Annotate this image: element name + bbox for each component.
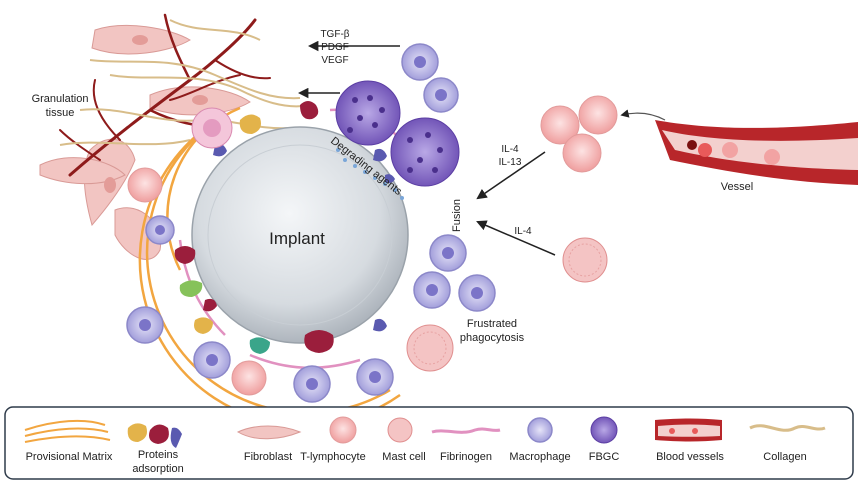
legend-provisional-matrix-icon [24, 419, 111, 443]
legend-fibrinogen-icon [431, 427, 501, 434]
granulation-tissue [39, 13, 311, 260]
legend-blood-vessels-icon [655, 418, 722, 442]
legend-macrophage-label: Macrophage [509, 451, 570, 463]
legend-fibrinogen-label: Fibrinogen [440, 451, 492, 463]
legend-t-lymphocyte-label: T-lymphocyte [300, 451, 365, 463]
implant [191, 126, 409, 344]
degrading-agent-particles [336, 148, 404, 200]
mast-cells [406, 237, 608, 372]
frustrated-phagocytosis-label-1: Frustrated [467, 318, 517, 330]
implant-label: Implant [269, 229, 325, 248]
legend-collagen-icon [749, 424, 826, 432]
arrow-il4-il13 [476, 151, 546, 200]
mast-cell-upper [191, 107, 233, 149]
t-lymphocyte-cells [127, 95, 618, 396]
legend-macrophage-icon [527, 417, 553, 443]
legend-collagen-label: Collagen [763, 451, 806, 463]
vessel-label: Vessel [721, 181, 753, 193]
granulation-tissue-label-1: Granulation [32, 93, 89, 105]
growth-factor-2: PDGF [321, 42, 349, 53]
legend-fibroblast-icon [236, 425, 302, 440]
macrophage-nuclei [139, 56, 483, 390]
growth-factor-3: VEGF [321, 55, 348, 66]
legend-fbgc-label: FBGC [589, 451, 620, 463]
growth-factor-1: TGF-β [320, 29, 349, 40]
legend-proteins-label-2: adsorption [132, 463, 183, 475]
legend-provisional-matrix-label: Provisional Matrix [26, 451, 113, 463]
fbgc-cells [335, 80, 460, 187]
adsorbed-proteins [174, 101, 395, 354]
legend-proteins-icon [127, 423, 182, 448]
il4-label: IL-4 [514, 226, 532, 237]
il4-il13-label-1: IL-4 [501, 144, 519, 155]
legend-proteins-label-1: Proteins [138, 449, 179, 461]
granulation-tissue-label-2: tissue [46, 107, 75, 119]
legend: Provisional Matrix Proteins adsorption F… [4, 406, 854, 480]
frustrated-phagocytosis-label-2: phagocytosis [460, 332, 525, 344]
legend-mast-cell-icon [387, 417, 413, 443]
legend-fbgc-icon [590, 416, 618, 444]
arrow-il4 [476, 220, 556, 256]
legend-fibroblast-label: Fibroblast [244, 451, 292, 463]
il4-il13-label-2: IL-13 [499, 157, 522, 168]
fusion-label: Fusion [451, 199, 463, 232]
legend-blood-vessels-label: Blood vessels [656, 451, 724, 463]
arrow-vessel-to-cells [620, 109, 666, 121]
legend-mast-cell-label: Mast cell [382, 451, 425, 463]
legend-t-lymphocyte-icon [329, 416, 357, 444]
vessel [655, 120, 858, 185]
